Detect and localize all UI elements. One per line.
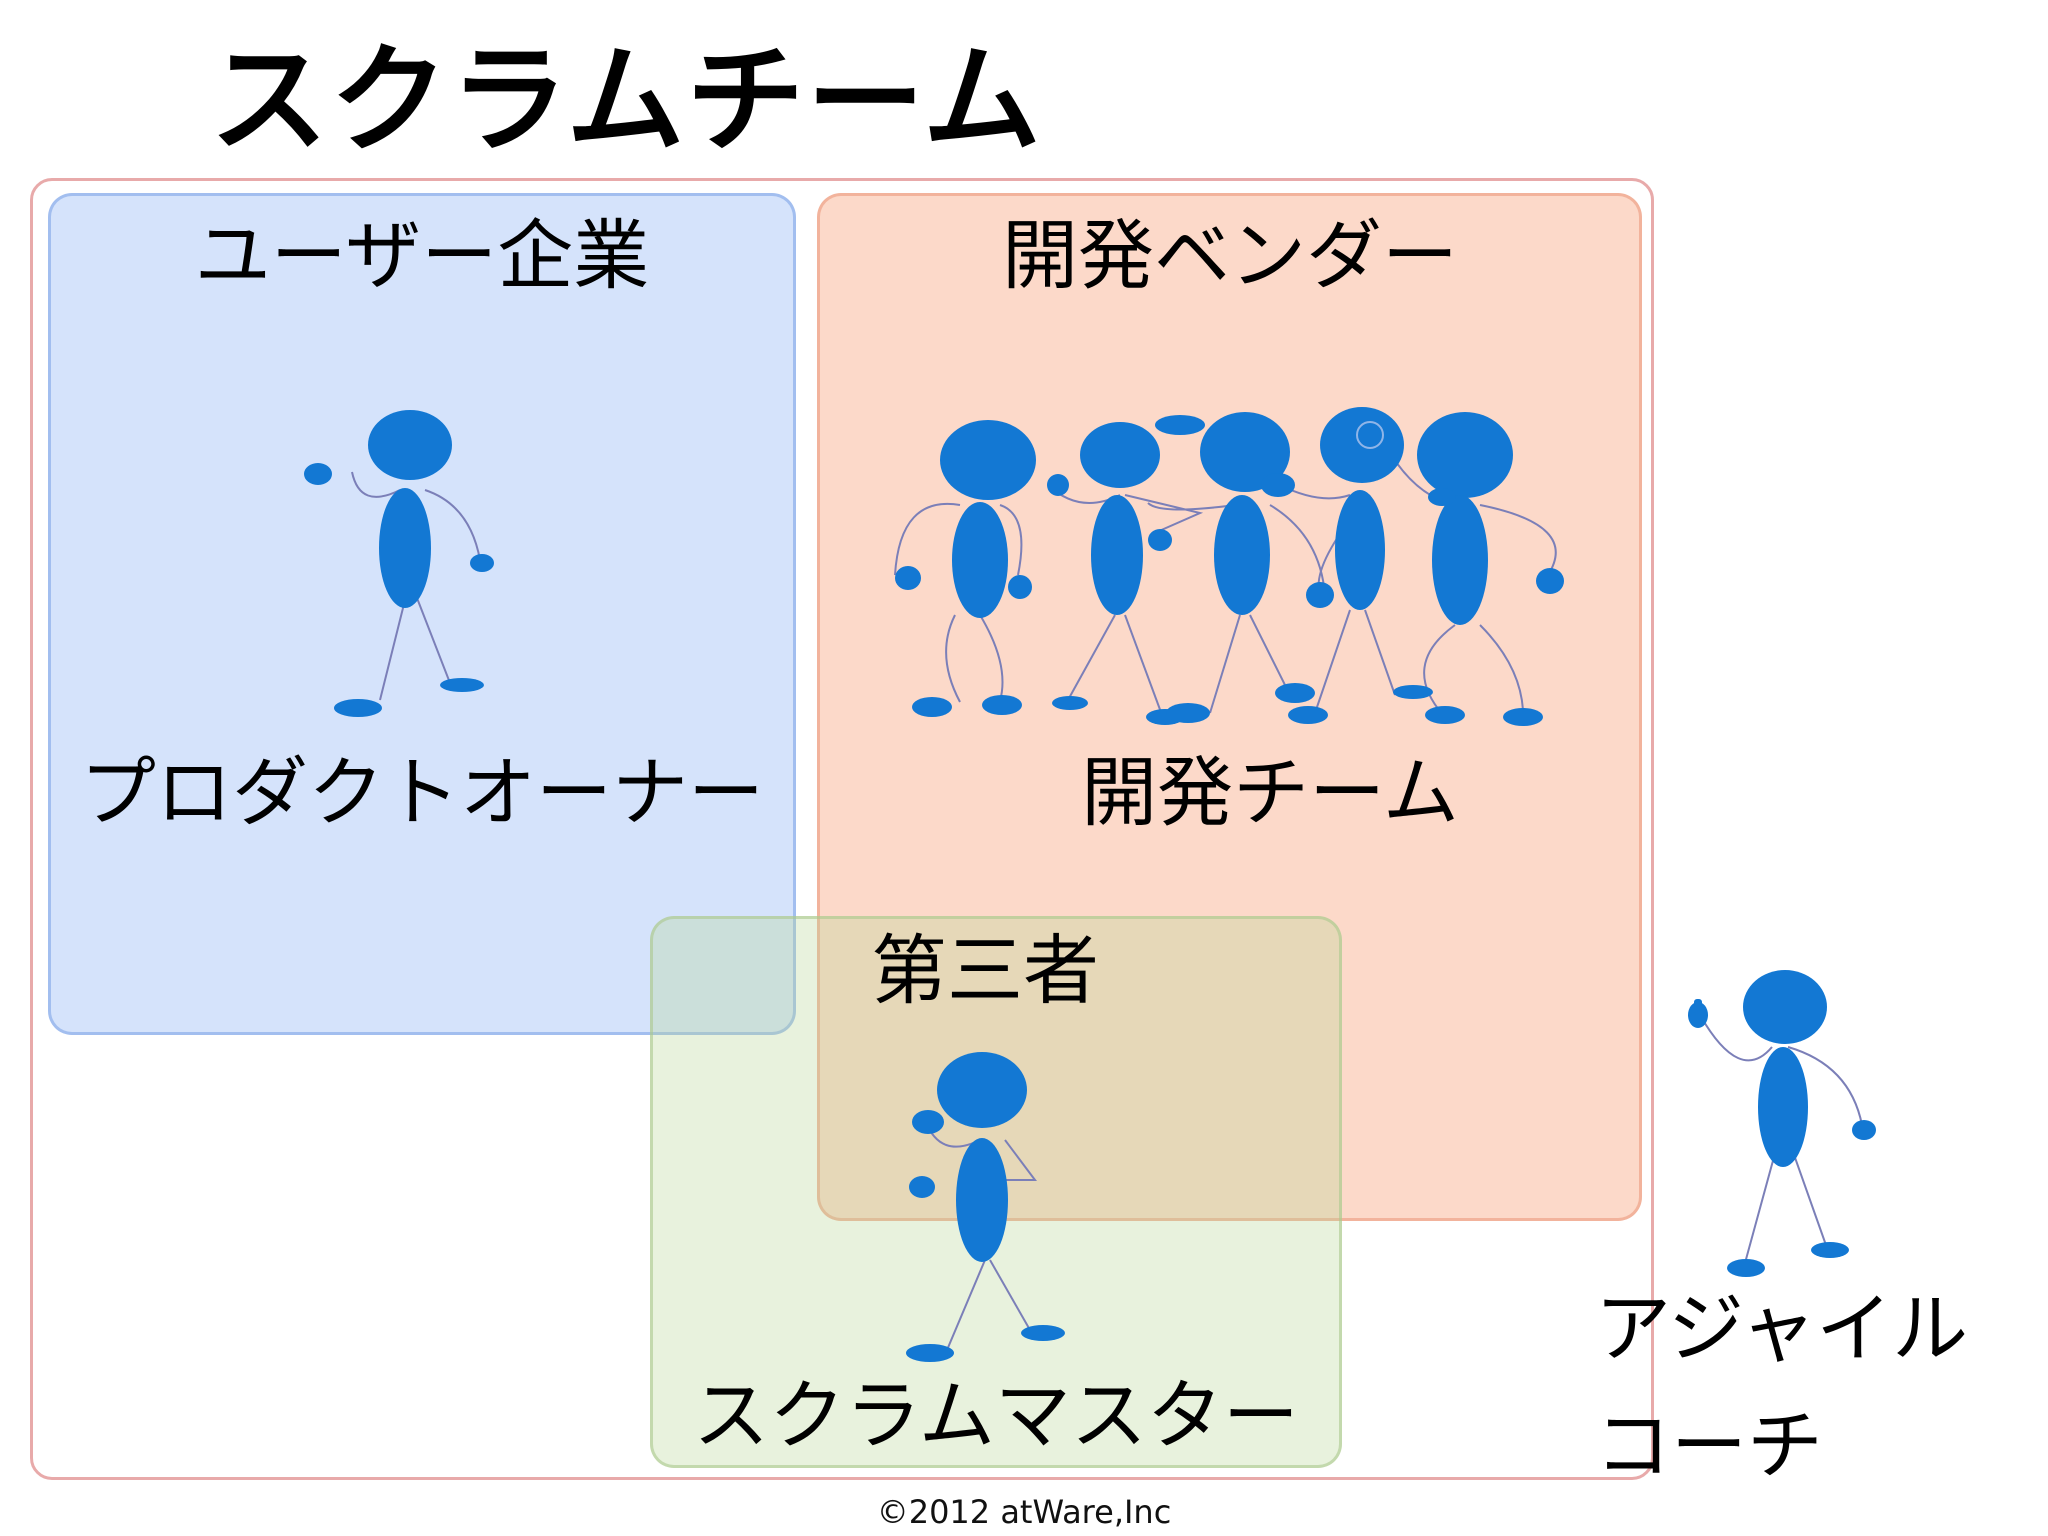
scrum-master-label: スクラムマスター [693,1371,1299,1460]
user-company-region [48,193,796,1035]
dev-team-figures [894,407,1564,726]
agile-coach-figure [1688,970,1876,1277]
agile-coach-label-line1: アジャイル [1595,1284,1969,1373]
copyright-footer: ©2012 atWare,Inc [876,1493,1172,1531]
third-party-label: 第三者 [871,926,1099,1015]
dev-vendor-label: 開発ベンダー [1002,211,1458,300]
agile-coach-label-line2: コーチ [1595,1401,1823,1490]
page-title: スクラムチーム [210,31,1043,169]
scrum-master-figure [906,1052,1065,1362]
scrum-team-frame [30,178,1654,1480]
dev-team-label: 開発チーム [1081,748,1459,837]
user-company-label: ユーザー企業 [194,211,650,300]
product-owner-label: プロダクトオーナー [80,748,764,837]
product-owner-figure [304,410,494,717]
dev-vendor-region [817,193,1642,1221]
